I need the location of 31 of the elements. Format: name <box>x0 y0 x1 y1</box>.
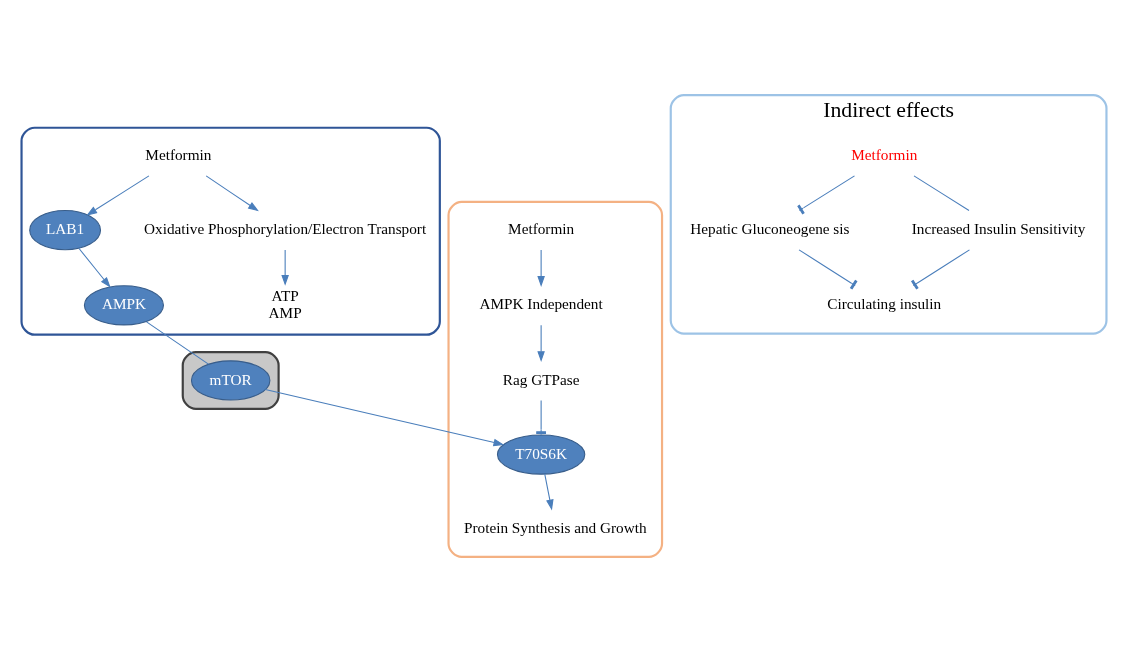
connector <box>913 174 970 211</box>
node-ellipse: T70S6K <box>496 433 586 475</box>
node-text: Hepatic Gluconeogene sis <box>690 219 850 237</box>
connector <box>797 174 856 214</box>
node-text: Protein Synthesis and Growth <box>464 518 647 536</box>
node-text: Rag GTPase <box>502 369 580 387</box>
arrow <box>537 324 545 362</box>
node-text: Circulating insulin <box>827 294 942 312</box>
node-ellipse: mTOR <box>190 359 271 401</box>
arrow <box>86 174 150 216</box>
node-text: Metformin <box>508 219 575 237</box>
cluster <box>447 200 664 558</box>
arrow <box>264 388 505 446</box>
node-text: ATP AMP <box>268 286 302 320</box>
node-text: Metformin <box>851 145 918 163</box>
arrow <box>205 174 259 211</box>
arrow <box>281 248 289 286</box>
node-ellipse: AMPK <box>83 284 164 325</box>
arrow <box>537 248 545 287</box>
node-text: Metformin <box>145 145 212 163</box>
arrow <box>544 473 554 510</box>
cluster <box>20 126 441 336</box>
node-ellipse: LAB1 <box>29 209 102 250</box>
connector <box>911 248 970 290</box>
connector <box>146 320 209 365</box>
cluster <box>181 350 280 410</box>
arrow <box>78 247 111 288</box>
node-text: AMPK Independent <box>479 294 603 312</box>
connector <box>798 248 858 290</box>
node-text: Increased Insulin Sensitivity <box>911 219 1086 237</box>
node-text: Oxidative Phosphorylation/Electron Transport <box>144 219 427 237</box>
